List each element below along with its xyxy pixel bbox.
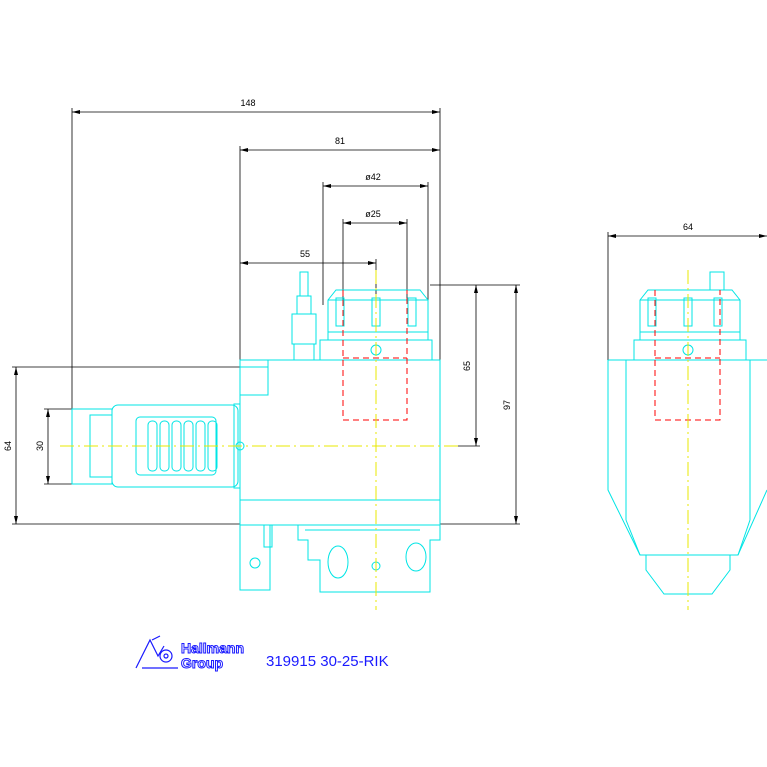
dim-dia-42: ø42 xyxy=(365,172,381,182)
logo-text-line2: Group xyxy=(181,655,223,671)
dim-64-body: 64 xyxy=(3,441,13,451)
dimension-lines xyxy=(12,108,767,525)
logo-text-line1: Hallmann xyxy=(181,640,244,656)
dimension-arrows xyxy=(14,110,767,524)
front-view xyxy=(71,271,441,593)
dim-30: 30 xyxy=(35,441,45,451)
front-view-center-lines xyxy=(60,270,460,610)
dim-97: 97 xyxy=(502,400,512,410)
dim-65: 65 xyxy=(462,361,472,371)
dim-148: 148 xyxy=(240,98,255,108)
dim-81: 81 xyxy=(335,136,345,146)
dim-55: 55 xyxy=(300,249,310,259)
dim-64-side: 64 xyxy=(683,222,693,232)
logo-mark-icon xyxy=(135,635,178,669)
dim-dia-25: ø25 xyxy=(365,209,381,219)
hallmann-logo: Hallmann Group xyxy=(135,635,245,672)
front-view-hidden-lines xyxy=(342,290,408,421)
part-number: 319915 30-25-RIK xyxy=(266,653,389,670)
